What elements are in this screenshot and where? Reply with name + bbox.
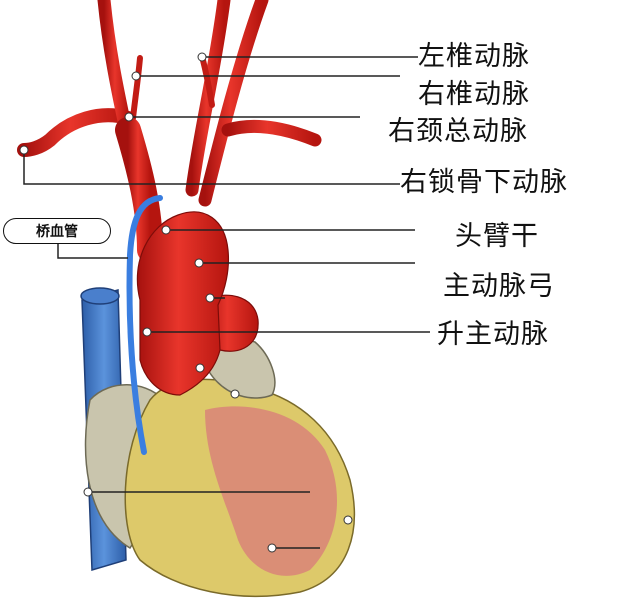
label-right-vertebral-artery: 右椎动脉 xyxy=(418,79,530,110)
aorta xyxy=(136,211,230,396)
right-vertebral-artery xyxy=(130,55,143,121)
myocardium-region xyxy=(205,406,337,576)
label-right-subclavian-artery: 右锁骨下动脉 xyxy=(400,167,568,198)
right-subclavian-artery xyxy=(17,108,135,157)
label-aortic-arch: 主动脉弓 xyxy=(443,271,555,302)
bridge-graft-line xyxy=(126,195,163,455)
label-brachiocephalic-trunk: 头臂干 xyxy=(455,221,539,252)
label-left-vertebral-artery: 左椎动脉 xyxy=(418,41,530,72)
label-right-common-carotid-artery: 右颈总动脉 xyxy=(388,116,528,147)
bridge-vessel-callout: 桥血管 xyxy=(3,218,111,244)
label-ascending-aorta: 升主动脉 xyxy=(437,319,549,350)
left-subclavian-artery xyxy=(198,0,269,207)
left-common-carotid-artery xyxy=(185,0,231,197)
marker-dots xyxy=(19,52,353,553)
leader-lines xyxy=(23,56,430,549)
